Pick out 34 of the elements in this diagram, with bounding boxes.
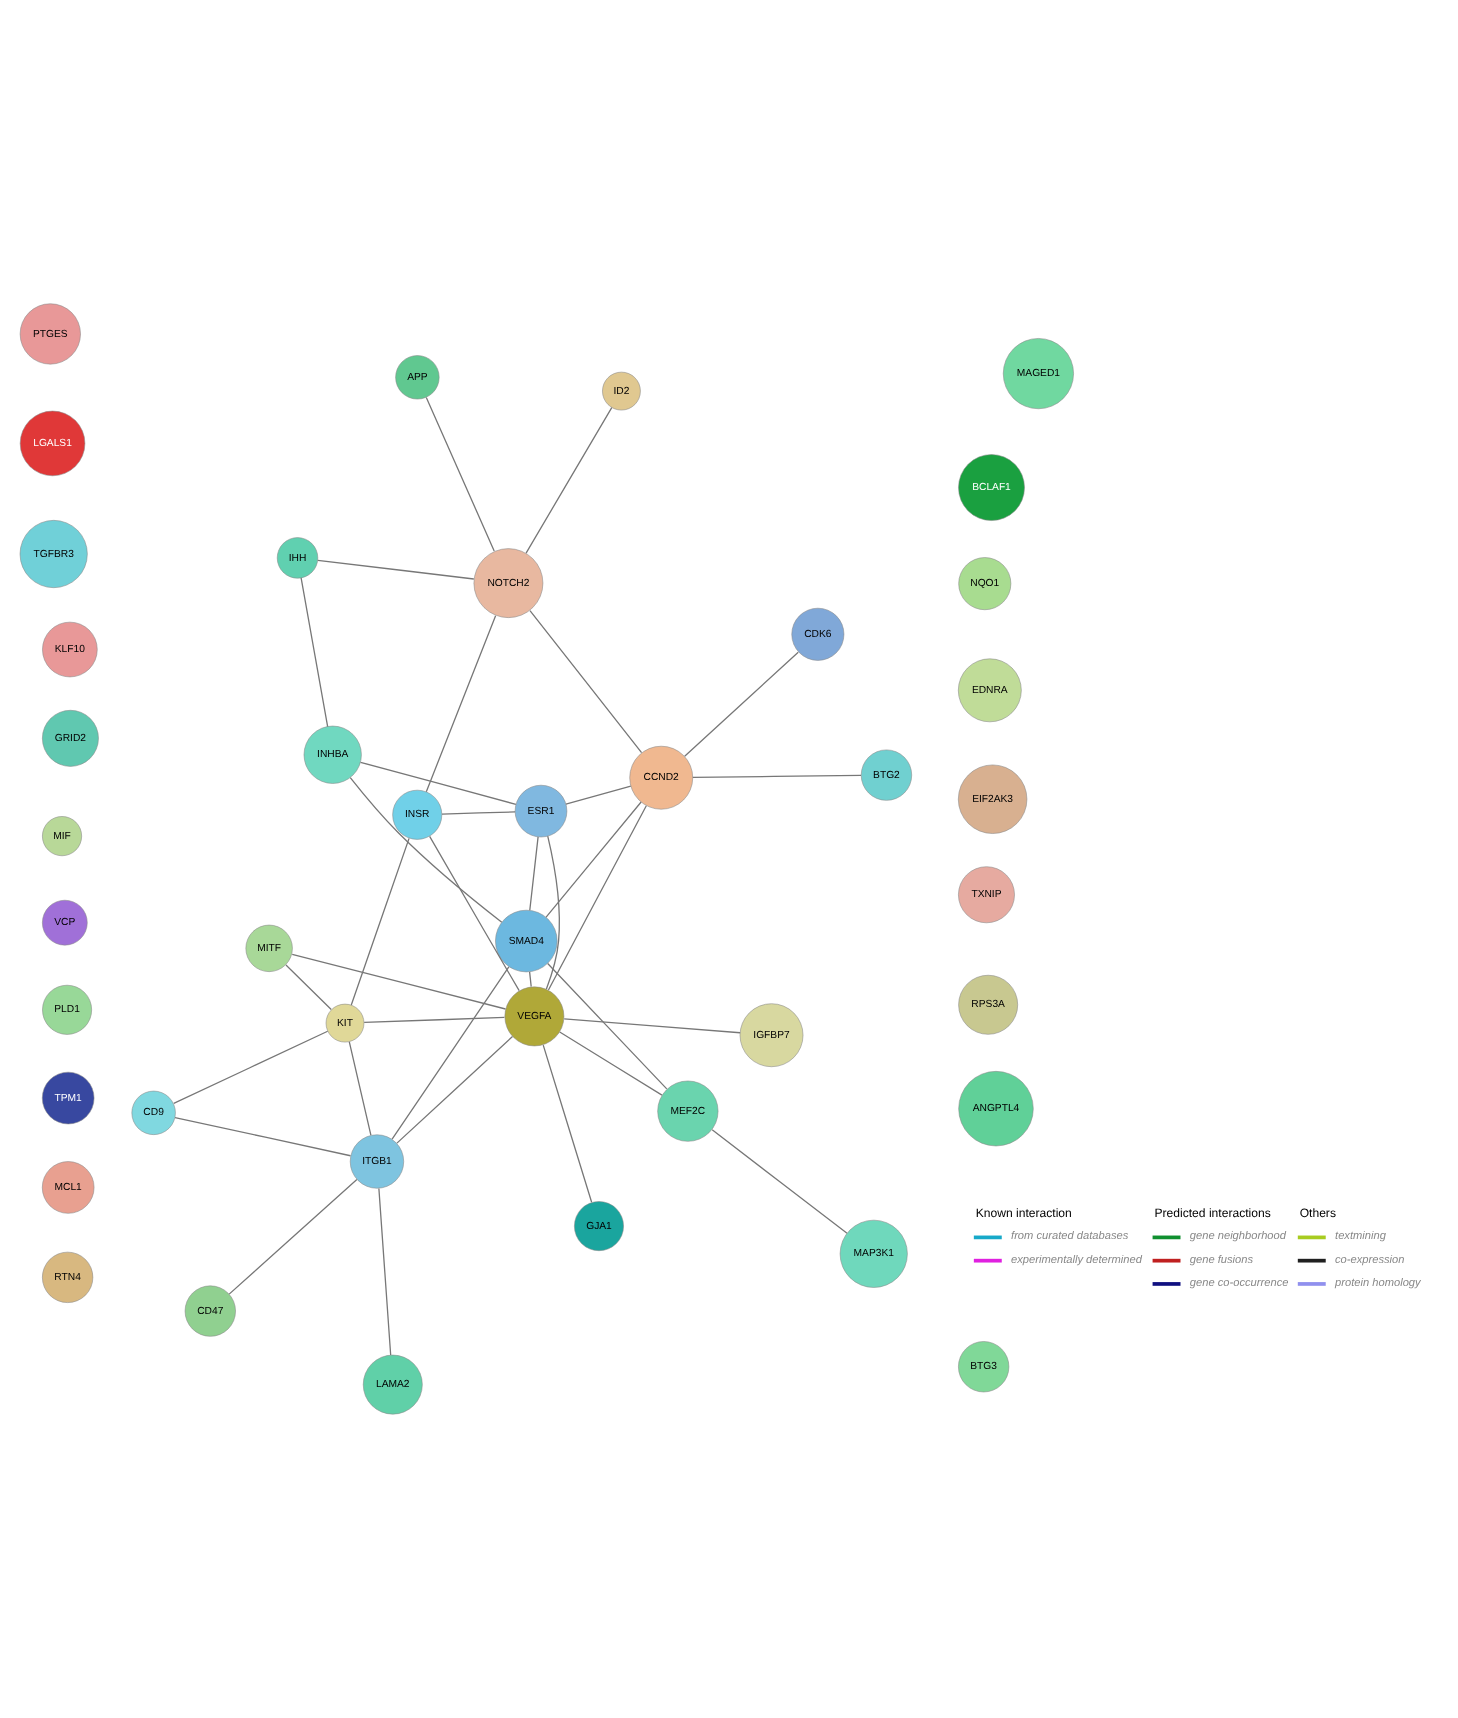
connector: [559, 1031, 663, 1096]
connector: [285, 964, 332, 1011]
connector: [684, 651, 799, 757]
connector: [228, 1178, 358, 1295]
connector: [349, 777, 503, 923]
connector: [542, 1044, 593, 1203]
connector: [425, 615, 497, 793]
connector: [174, 1116, 352, 1157]
connector: [291, 953, 507, 1010]
connector: [525, 406, 613, 554]
connector: [348, 1041, 372, 1136]
connector: [528, 971, 532, 988]
connector: [429, 835, 520, 992]
connector: [359, 761, 517, 805]
connector: [711, 1129, 848, 1234]
connector: [441, 811, 516, 815]
connector: [529, 609, 643, 754]
connector: [363, 1016, 505, 1024]
connector: [396, 1035, 514, 1144]
connector: [173, 1030, 329, 1105]
connector: [350, 837, 410, 1006]
connector: [378, 1187, 392, 1356]
connector: [692, 774, 862, 778]
connector: [391, 966, 510, 1140]
connector: [547, 805, 647, 991]
connector: [300, 577, 329, 728]
connector: [529, 836, 539, 911]
connector: [547, 962, 668, 1090]
connector: [545, 835, 560, 990]
connector: [563, 1018, 741, 1034]
connector: [565, 785, 632, 805]
connector: [545, 801, 642, 918]
connector: [317, 559, 475, 580]
connector: [425, 396, 495, 552]
